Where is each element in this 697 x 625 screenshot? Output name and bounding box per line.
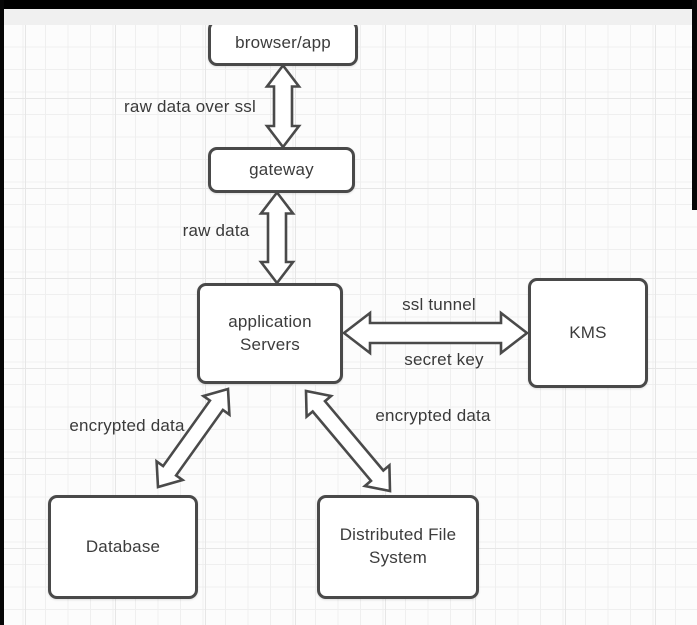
edge-label-ssl-tunnel[interactable]: ssl tunnel (402, 295, 476, 314)
arrow-browser-gateway[interactable] (264, 63, 302, 150)
edge-label-raw-data[interactable]: raw data (182, 221, 250, 240)
arrow-appservers-dfs[interactable] (304, 389, 392, 493)
window-right-edge (692, 0, 697, 210)
edge-label-encrypted-data-right[interactable]: encrypted data (375, 406, 491, 425)
edge-label-encrypted-data-left[interactable]: encrypted data (69, 416, 185, 435)
node-kms-label: KMS (569, 322, 607, 342)
node-database-label: Database (85, 536, 161, 556)
node-gateway-label: gateway (249, 159, 314, 179)
window-left-edge (0, 0, 4, 625)
node-kms[interactable]: KMS (528, 278, 648, 388)
node-application-servers-label: application Servers (228, 311, 312, 354)
window-top-bar (0, 0, 697, 9)
arrow-appservers-database[interactable] (155, 387, 231, 489)
node-browser-app-label: browser/app (235, 32, 331, 52)
edge-label-raw-data-over-ssl[interactable]: raw data over ssl (124, 97, 256, 116)
node-browser-app[interactable]: browser/app (208, 20, 358, 66)
arrow-appservers-kms[interactable] (341, 310, 530, 356)
node-database[interactable]: Database (48, 495, 198, 599)
node-distributed-file-system-label: Distributed File System (339, 525, 457, 567)
node-gateway[interactable]: gateway (208, 147, 355, 193)
node-distributed-file-system[interactable]: Distributed File System (317, 495, 479, 599)
arrow-gateway-appservers[interactable] (258, 190, 296, 286)
node-application-servers[interactable]: application Servers (197, 283, 343, 384)
toolbar-band (0, 9, 697, 25)
edge-label-secret-key[interactable]: secret key (404, 350, 484, 369)
